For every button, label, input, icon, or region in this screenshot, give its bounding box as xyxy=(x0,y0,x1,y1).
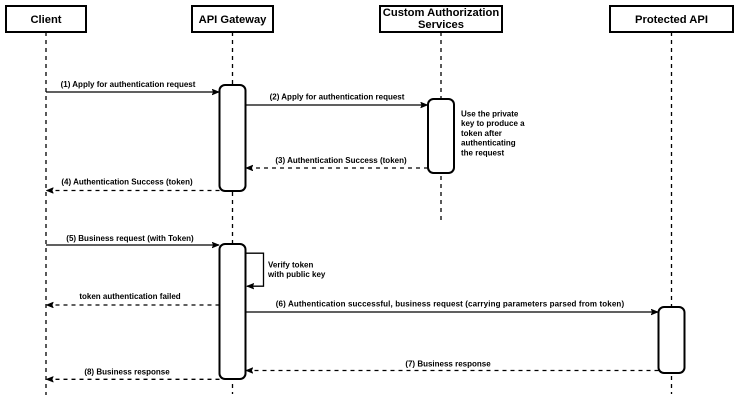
svg-text:Client: Client xyxy=(30,14,61,26)
svg-text:Verify token: Verify token xyxy=(268,261,313,270)
svg-text:Use the private: Use the private xyxy=(461,110,519,119)
svg-text:Custom Authorization: Custom Authorization xyxy=(383,7,500,19)
svg-text:token authentication failed: token authentication failed xyxy=(79,292,180,301)
svg-text:(5) Business request (with Tok: (5) Business request (with Token) xyxy=(66,234,194,243)
svg-text:(2) Apply for authentication r: (2) Apply for authentication request xyxy=(270,93,405,102)
svg-text:Protected API: Protected API xyxy=(635,14,708,26)
svg-text:authenticating: authenticating xyxy=(461,139,516,148)
svg-text:with public key: with public key xyxy=(267,270,326,279)
svg-text:(8) Business response: (8) Business response xyxy=(84,368,170,377)
svg-text:(7) Business response: (7) Business response xyxy=(405,360,491,369)
svg-text:the request: the request xyxy=(461,148,504,157)
svg-text:(4) Authentication Success (to: (4) Authentication Success (token) xyxy=(61,178,193,187)
svg-text:(3) Authentication Success (to: (3) Authentication Success (token) xyxy=(275,156,407,165)
svg-text:API Gateway: API Gateway xyxy=(199,14,268,26)
svg-text:key to produce a: key to produce a xyxy=(461,119,525,128)
svg-text:Services: Services xyxy=(418,19,464,31)
svg-text:(6) Authentication successful,: (6) Authentication successful, business … xyxy=(276,300,625,309)
svg-text:token after: token after xyxy=(461,129,502,138)
svg-text:(1) Apply for authentication r: (1) Apply for authentication request xyxy=(61,80,196,89)
